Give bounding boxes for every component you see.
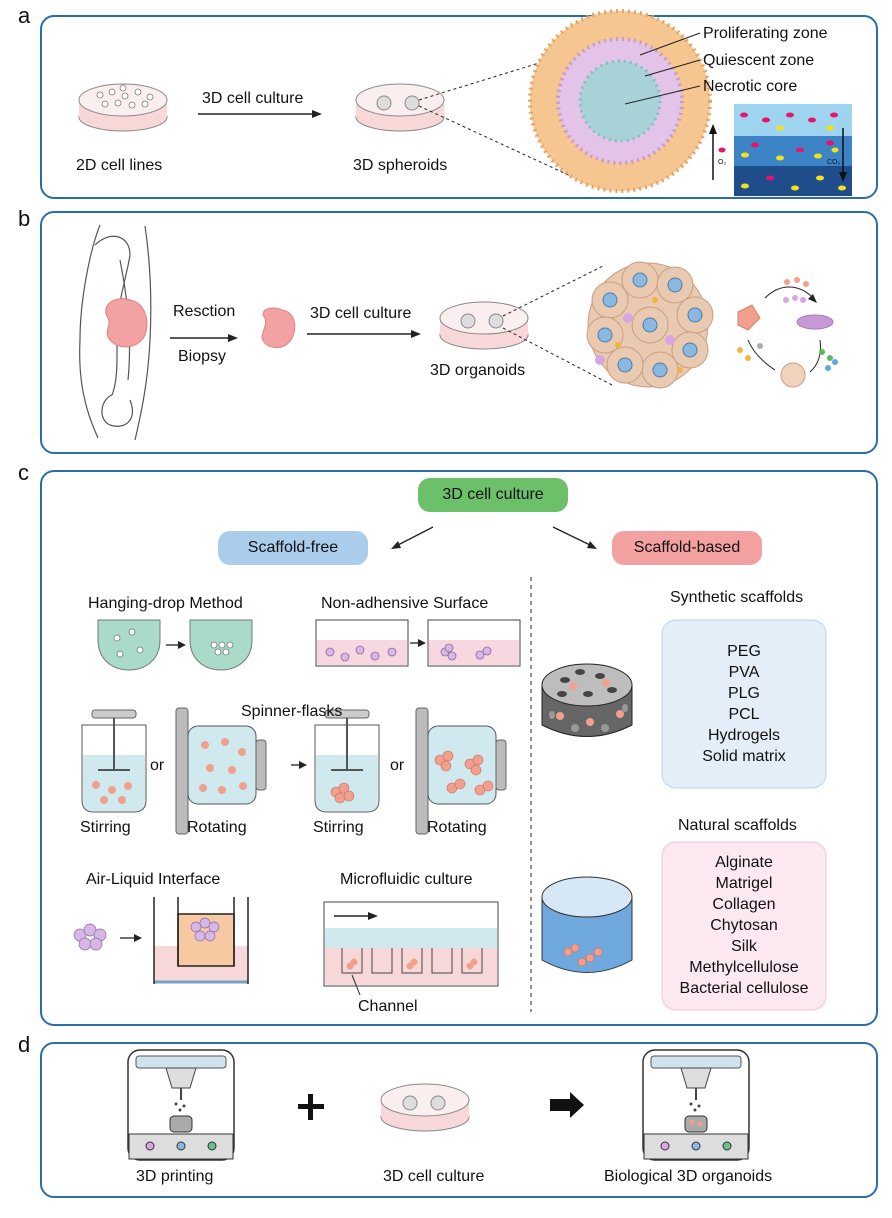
label-hanging-drop: Hanging-drop Method <box>88 595 243 612</box>
natural-item: Alginate <box>715 854 773 871</box>
panel-c <box>40 470 878 1026</box>
label-proliferating-zone: Proliferating zone <box>703 25 828 42</box>
pill-scaffold-free: Scaffold-free <box>218 531 368 565</box>
label-rotating-2: Rotating <box>427 819 487 836</box>
panel-b-label: b <box>18 206 31 231</box>
organoid-cluster-icon <box>586 261 714 389</box>
synthetic-box <box>661 619 827 789</box>
petri-dish-2d-icon <box>78 83 168 132</box>
cell-interaction-cycle-icon <box>737 277 838 388</box>
panel-a <box>40 15 878 199</box>
synthetic-scaffold-icon <box>541 663 633 737</box>
3d-printer-icon <box>127 1049 235 1161</box>
synthetic-list: PEG PVA PLG PCL Hydrogels Solid matrix <box>662 641 826 767</box>
synthetic-item: Hydrogels <box>707 727 781 744</box>
natural-box <box>661 841 827 1011</box>
hanging-drop-icon <box>97 619 253 671</box>
label-quiescent-zone: Quiescent zone <box>703 52 815 69</box>
natural-list: Alginate Matrigel Collagen Chytosan Silk… <box>662 852 826 999</box>
non-adhesive-surface-icon <box>315 619 521 667</box>
oxygen-label: O₂ <box>718 159 727 166</box>
label-3d-spheroids: 3D spheroids <box>353 157 448 174</box>
panel-c-label: c <box>18 460 29 485</box>
natural-item: Silk <box>731 938 757 955</box>
natural-item: Matrigel <box>715 875 773 892</box>
label-microfluidic: Microfluidic culture <box>340 871 473 888</box>
panel-d-label: d <box>18 1032 31 1057</box>
label-channel: Channel <box>358 998 418 1015</box>
panel-a-label: a <box>18 3 31 28</box>
label-3d-organoids: 3D organoids <box>430 362 526 379</box>
microfluidic-chip-icon <box>323 901 499 996</box>
tissue-sample-icon <box>261 307 296 348</box>
label-necrotic-core: Necrotic core <box>703 78 798 95</box>
natural-scaffold-icon <box>541 876 633 973</box>
pill-3d-cell-culture: 3D cell culture <box>418 478 568 512</box>
spinner-flask-stirring-aggregates-icon <box>314 709 380 813</box>
label-biological-organoids: Biological 3D organoids <box>604 1168 773 1185</box>
tumor-icon <box>105 298 148 348</box>
label-rotating-1: Rotating <box>187 819 247 836</box>
spheroid-cross-section-icon <box>528 9 712 193</box>
label-natural-title: Natural scaffolds <box>678 817 797 834</box>
label-arrow-a: 3D cell culture <box>202 90 304 107</box>
synthetic-item: Solid matrix <box>702 748 786 765</box>
plus-sign-icon <box>298 1094 324 1120</box>
synthetic-item: PCL <box>728 706 760 723</box>
petri-dish-d-icon <box>380 1083 470 1132</box>
label-biopsy: Biopsy <box>178 348 227 365</box>
synthetic-item: PLG <box>727 685 760 702</box>
label-stirring-2: Stirring <box>313 819 364 836</box>
synthetic-item: PEG <box>727 643 761 660</box>
petri-dish-spheroid-icon <box>355 83 445 132</box>
label-synthetic-title: Synthetic scaffolds <box>670 589 804 606</box>
natural-item: Chytosan <box>710 917 778 934</box>
label-or-2: or <box>390 757 405 774</box>
label-stirring-1: Stirring <box>80 819 131 836</box>
co2-label: CO₂ <box>827 159 841 166</box>
label-resection: Resction <box>173 303 236 320</box>
label-3d-cell-culture-d: 3D cell culture <box>383 1168 485 1185</box>
label-3d-printing: 3D printing <box>136 1168 214 1185</box>
spinner-flask-stirring-icon <box>81 709 147 813</box>
panel-b <box>40 211 878 454</box>
air-liquid-interface-icon <box>73 897 249 984</box>
label-non-adhesive: Non-adhensive Surface <box>321 595 489 612</box>
pill-scaffold-based: Scaffold-based <box>612 531 762 565</box>
oxygen-gradient-icon <box>709 104 852 196</box>
3d-printer-result-icon <box>642 1049 750 1161</box>
panel-d <box>40 1042 878 1198</box>
label-or-1: or <box>150 757 165 774</box>
label-spinner-flasks: Spinner-flasks <box>241 703 343 720</box>
spinner-flask-rotating-icon <box>175 707 267 835</box>
spinner-flask-rotating-aggregates-icon <box>415 707 507 835</box>
label-arrow-b: 3D cell culture <box>310 305 412 322</box>
natural-item: Collagen <box>712 896 776 913</box>
natural-item: Bacterial cellulose <box>679 980 809 997</box>
synthetic-item: PVA <box>728 664 760 681</box>
label-2d-cell-lines: 2D cell lines <box>76 157 163 174</box>
thick-arrow-icon <box>550 1092 584 1118</box>
label-air-liquid: Air-Liquid Interface <box>86 871 221 888</box>
natural-item: Methylcellulose <box>689 959 799 976</box>
petri-dish-organoid-icon <box>439 301 529 350</box>
